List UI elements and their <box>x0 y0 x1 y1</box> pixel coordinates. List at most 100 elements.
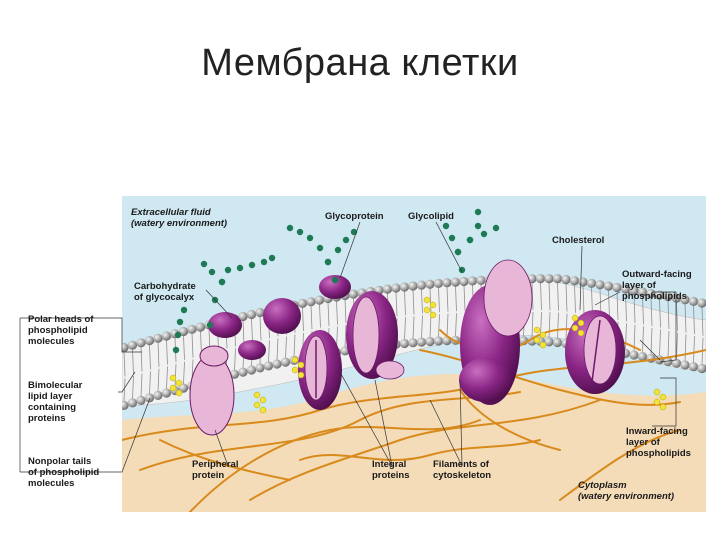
phospholipid-head <box>255 363 265 373</box>
phospholipid-head <box>306 297 316 307</box>
phospholipid-head <box>229 369 240 379</box>
phospholipid-head <box>688 362 699 372</box>
peripheral-protein-label: Peripheral protein <box>192 459 241 481</box>
phospholipid-head <box>280 357 291 367</box>
cytoplasm-region <box>122 373 706 512</box>
phospholipid-head <box>697 298 706 308</box>
phospholipid-head <box>161 331 172 341</box>
phospholipid-head <box>391 283 401 293</box>
phospholipid-head <box>238 311 248 322</box>
phospholipid-head <box>408 281 418 291</box>
phospholipid-head <box>671 358 682 368</box>
carbohydrate-label: Carbohydrate of glycocalyx <box>134 281 198 303</box>
phospholipid-head <box>416 337 427 347</box>
integral-protein <box>319 275 398 379</box>
phospholipid-head <box>178 326 189 337</box>
phospholipid-head <box>697 363 706 374</box>
phospholipid-head <box>122 400 129 410</box>
peripheral-protein <box>189 345 235 436</box>
phospholipid-head <box>637 287 648 297</box>
phospholipid-head <box>178 383 189 393</box>
phospholipid-head <box>195 322 206 332</box>
phospholipid-head <box>144 336 155 346</box>
extracellular-label: Extracellular fluid (watery environment) <box>131 207 227 229</box>
phospholipid-head <box>348 289 359 299</box>
outward-layer-label: Outward-facing layer of phospholipids <box>622 269 694 302</box>
integral-protein <box>298 330 342 410</box>
integral-protein <box>459 259 533 405</box>
phospholipid-head <box>136 395 146 405</box>
phospholipid-head <box>272 359 282 369</box>
phospholipid-head <box>425 336 435 347</box>
phospholipid-head <box>161 388 172 398</box>
phospholipid-head <box>153 333 163 343</box>
phospholipid-head <box>578 277 588 287</box>
phospholipid-head <box>382 284 393 294</box>
diagram-labels: Extracellular fluid (watery environment)… <box>28 207 694 502</box>
phospholipid-head <box>646 353 656 363</box>
phospholipid-head <box>629 350 639 360</box>
phospholipid-head <box>442 278 452 288</box>
peripheral-protein <box>375 360 405 380</box>
phospholipid-head <box>127 340 138 350</box>
phospholipid-head <box>399 338 410 349</box>
phospholipid-head <box>297 298 308 308</box>
integral-protein <box>238 340 266 360</box>
phospholipid-head <box>476 275 486 285</box>
inward-layer-label: Inward-facing layer of phospholipids <box>626 426 691 459</box>
phospholipid-head <box>544 274 554 284</box>
phospholipid-head <box>246 365 257 375</box>
glycoprotein-label: Glycoprotein <box>325 211 384 222</box>
phospholipid-head <box>680 360 690 370</box>
phospholipid-head <box>629 285 639 296</box>
cytoplasm-label: Cytoplasm (watery environment) <box>578 480 674 502</box>
phospholipid-head <box>416 280 427 290</box>
phospholipid-head <box>654 290 665 300</box>
integral-protein <box>263 298 301 334</box>
membrane-proteins <box>189 259 625 436</box>
phospholipid-head <box>680 295 690 305</box>
cholesterol-molecules <box>169 296 667 414</box>
phospholipid-head <box>544 337 554 347</box>
phospholipid-head <box>399 282 410 292</box>
phospholipid-head <box>663 292 673 302</box>
phospholipid-head <box>238 367 248 377</box>
phospholipid-head <box>433 278 444 288</box>
phospholipid-head <box>620 284 631 294</box>
phospholipid-head <box>612 282 622 293</box>
phospholipid-head <box>144 393 155 403</box>
nonpolar-tails-label: Nonpolar tails of phospholipid molecules <box>28 456 102 489</box>
phospholipid-head <box>552 274 563 284</box>
phospholipid-head <box>408 338 418 348</box>
phospholipid-head <box>467 276 478 286</box>
phospholipid-head <box>246 309 257 320</box>
polar-heads-label: Polar heads of phospholipid molecules <box>28 314 96 347</box>
phospholipid-head <box>595 280 605 290</box>
filaments-label: Filaments of cytoskeleton <box>433 459 492 481</box>
glycocalyx-carbohydrates <box>172 208 500 354</box>
phospholipid-head <box>637 352 648 362</box>
leader-lines <box>19 221 677 473</box>
integral-protein <box>565 310 625 394</box>
cholesterol-label: Cholesterol <box>552 235 604 246</box>
phospholipid-head <box>433 336 444 346</box>
phospholipid-head <box>127 398 138 408</box>
phospholipid-head <box>535 274 546 284</box>
phospholipid-head <box>187 324 197 334</box>
glycolipid-label: Glycolipid <box>408 211 454 222</box>
phospholipid-head <box>314 295 325 305</box>
phospholipid-head <box>646 288 656 299</box>
integral-proteins-label: Integral proteins <box>372 459 409 481</box>
phospholipid-head <box>569 276 580 286</box>
phospholipid-head <box>153 390 163 400</box>
phospholipid-head <box>671 293 682 303</box>
phospholipid-head <box>425 279 435 289</box>
phospholipid-head <box>663 357 673 367</box>
phospholipid-head <box>603 281 614 291</box>
phospholipid-head <box>136 338 146 348</box>
phospholipid-head <box>688 296 699 306</box>
phospholipid-head <box>263 361 274 371</box>
phospholipid-head <box>255 307 265 318</box>
phospholipid-head <box>552 337 563 348</box>
